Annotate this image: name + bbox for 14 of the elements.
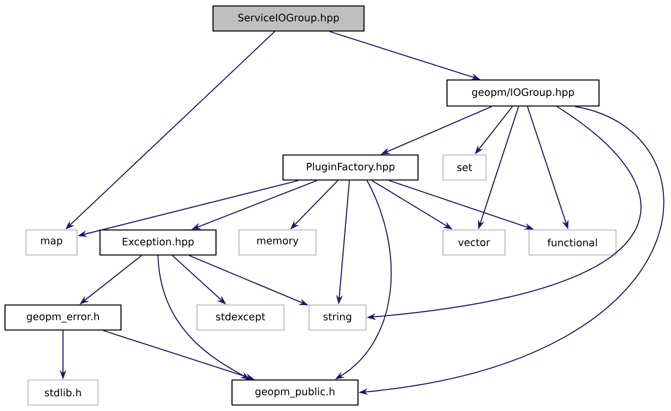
file-box: memory [238, 229, 317, 256]
file-box: stdexcept [196, 304, 285, 331]
file-box: stdlib.h [27, 379, 99, 406]
file-box: set [442, 154, 487, 181]
file-box: Exception.hpp [99, 229, 217, 256]
file-box: functional [528, 229, 617, 256]
file-box: vector [442, 229, 506, 256]
file-box: map [25, 229, 78, 256]
file-box: geopm/IOGroup.hpp [446, 79, 600, 107]
file-box: PluginFactory.hpp [282, 154, 419, 181]
file-box: geopm_error.h [4, 304, 122, 331]
file-box: string [308, 304, 367, 331]
file-box: ServiceIOGroup.hpp [212, 5, 365, 32]
file-box: geopm_public.h [231, 379, 359, 406]
